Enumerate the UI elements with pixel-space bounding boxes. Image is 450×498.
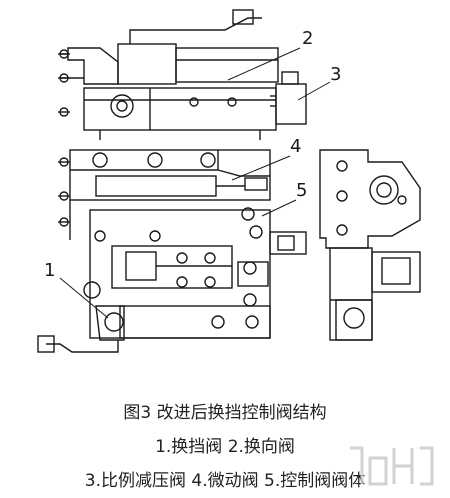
inching-valve-assembly	[58, 149, 271, 240]
figure-legend-line-1: 1.换挡阀 2.换向阀	[155, 437, 295, 457]
callout-3: 3	[330, 64, 341, 85]
leader-lines	[59, 47, 331, 319]
figure-legend-line-2: 3.比例减压阀 4.微动阀 5.控制阀阀体	[84, 471, 366, 491]
top-valve-assembly	[58, 9, 307, 140]
valve-body-assembly	[37, 207, 307, 353]
figure-caption-title: 图3 改进后换挡控制阀结构	[123, 403, 327, 423]
callout-2: 2	[302, 28, 313, 49]
side-view	[319, 149, 421, 341]
callout-5: 5	[296, 180, 307, 201]
callout-1: 1	[44, 260, 55, 281]
callout-4: 4	[290, 136, 301, 157]
watermark-logo	[350, 446, 434, 486]
valve-structure-drawing: 2 3 4 5 1	[37, 9, 421, 353]
